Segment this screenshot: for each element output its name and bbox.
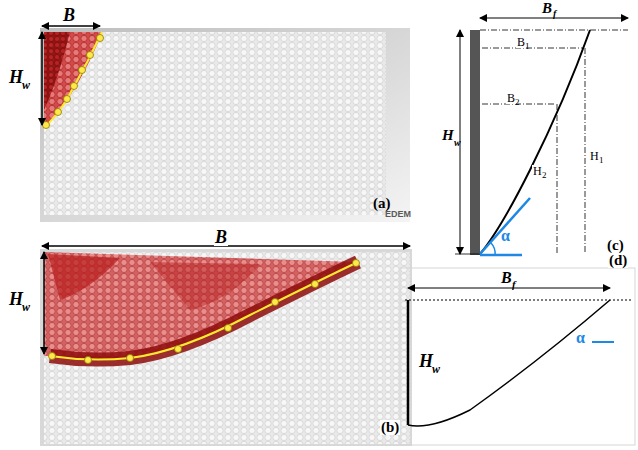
dimension-subscript: f xyxy=(552,9,557,19)
dimension-subscript: w xyxy=(21,79,31,91)
dimension-label: B xyxy=(516,36,526,48)
angle-label: α xyxy=(500,228,511,244)
dimension-subscript: 2 xyxy=(514,98,521,107)
dimension-label: H xyxy=(8,68,24,86)
angle-label: α xyxy=(575,330,586,346)
dimension-label: B xyxy=(500,270,513,286)
dimension-subscript: 2 xyxy=(541,171,548,180)
dimension-subscript: w xyxy=(431,363,441,375)
dimension-subscript: w xyxy=(21,301,31,313)
panel-label: (d) xyxy=(608,253,628,268)
dimension-subscript: 1 xyxy=(524,42,531,51)
panel-label: (b) xyxy=(380,420,400,435)
dimension-label: B xyxy=(62,6,76,24)
watermark: EDEM xyxy=(384,210,412,219)
dimension-subscript: w xyxy=(453,138,462,148)
dimension-label: B xyxy=(214,228,228,246)
dimension-label: H xyxy=(441,128,455,143)
dimension-subscript: 1 xyxy=(598,156,605,165)
dimension-label: B xyxy=(541,1,553,16)
dimension-label: H xyxy=(589,150,600,162)
dimension-label: H xyxy=(532,165,543,177)
dimension-subscript: f xyxy=(511,279,517,290)
panel-label: (a) xyxy=(372,196,392,211)
dimension-label: H xyxy=(418,352,434,370)
dimension-label: H xyxy=(8,290,24,308)
panel-label: (c) xyxy=(606,238,625,253)
dimension-label: B xyxy=(506,92,516,104)
